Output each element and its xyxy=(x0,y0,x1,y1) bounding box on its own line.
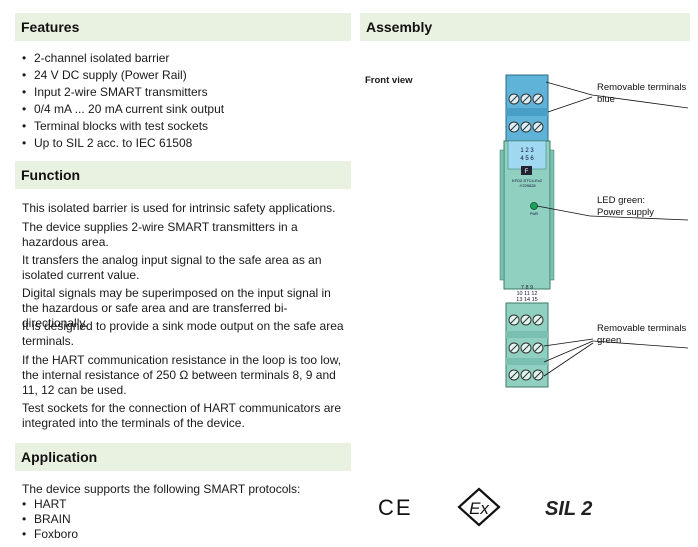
manufacturer-logo-icon xyxy=(521,166,532,175)
top-screw-row-2 xyxy=(508,121,544,133)
bottom-screw-row-1 xyxy=(508,314,544,326)
feature-item: 2-channel isolated barrier xyxy=(22,50,224,67)
top-screw-row-1 xyxy=(508,93,544,105)
feature-item: 24 V DC supply (Power Rail) xyxy=(22,67,224,84)
function-header: Function xyxy=(15,161,351,189)
protocol-item: Foxboro xyxy=(22,527,78,542)
features-list: 2-channel isolated barrier 24 V DC suppl… xyxy=(22,50,224,152)
led-text: PWR xyxy=(530,212,539,216)
protocol-item: BRAIN xyxy=(22,512,78,527)
features-header: Features xyxy=(15,13,351,41)
power-led xyxy=(530,202,538,210)
function-paragraph: If the HART communication resistance in … xyxy=(22,353,342,397)
protocol-item: HART xyxy=(22,497,78,512)
label-green-line-2: green xyxy=(597,335,622,346)
feature-item: Terminal blocks with test sockets xyxy=(22,118,224,135)
label-blue-terminals: Removable terminals blue xyxy=(597,82,686,106)
feature-item: Input 2-wire SMART transmitters xyxy=(22,84,224,101)
label-green-terminals: Removable terminals green xyxy=(597,323,686,347)
bottom-screw-row-2 xyxy=(508,342,544,354)
bottom-screw-row-3 xyxy=(508,369,544,381)
label-blue-line-1: Removable terminals xyxy=(597,82,687,93)
assembly-header: Assembly xyxy=(360,13,690,41)
label-led-line-1: LED green: xyxy=(597,195,646,206)
leader-lines xyxy=(536,81,689,377)
label-green-line-1: Removable terminals xyxy=(597,323,687,334)
function-paragraph: Test sockets for the connection of HART … xyxy=(22,401,342,430)
bottom-terminal-numbers-1: 7 8 9 xyxy=(521,285,533,291)
model-line-2: -Y229828 xyxy=(518,183,536,188)
label-blue-line-2: blue xyxy=(597,94,615,105)
function-paragraph: This isolated barrier is used for intrin… xyxy=(22,201,336,215)
application-intro: The device supports the following SMART … xyxy=(22,482,301,496)
function-paragraph: Digital signals may be superimposed on t… xyxy=(22,286,331,330)
label-led-line-2: Power supply xyxy=(597,207,655,218)
top-terminal-numbers-2: 4 5 6 xyxy=(520,156,534,162)
protocol-list: HART BRAIN Foxboro xyxy=(22,497,78,542)
model-line-1: KFD2-STC4-Ex2 xyxy=(512,178,543,183)
svg-text:F: F xyxy=(525,169,529,175)
function-paragraph: It transfers the analog input signal to … xyxy=(22,253,322,282)
bottom-terminal-numbers-2: 10 11 12 xyxy=(516,291,537,297)
feature-item: 0/4 mA ... 20 mA current sink output xyxy=(22,101,224,118)
label-led: LED green: Power supply xyxy=(597,195,654,219)
feature-item: Up to SIL 2 acc. to IEC 61508 xyxy=(22,135,224,152)
application-header: Application xyxy=(15,443,351,471)
function-paragraph: It is designed to provide a sink mode ou… xyxy=(22,319,344,348)
function-paragraph: The device supplies 2-wire SMART transmi… xyxy=(22,220,298,249)
bottom-terminal-numbers-3: 13 14 15 xyxy=(516,297,537,303)
top-terminal-numbers-1: 1 2 3 xyxy=(520,148,534,154)
front-view-label: Front view xyxy=(365,75,413,86)
